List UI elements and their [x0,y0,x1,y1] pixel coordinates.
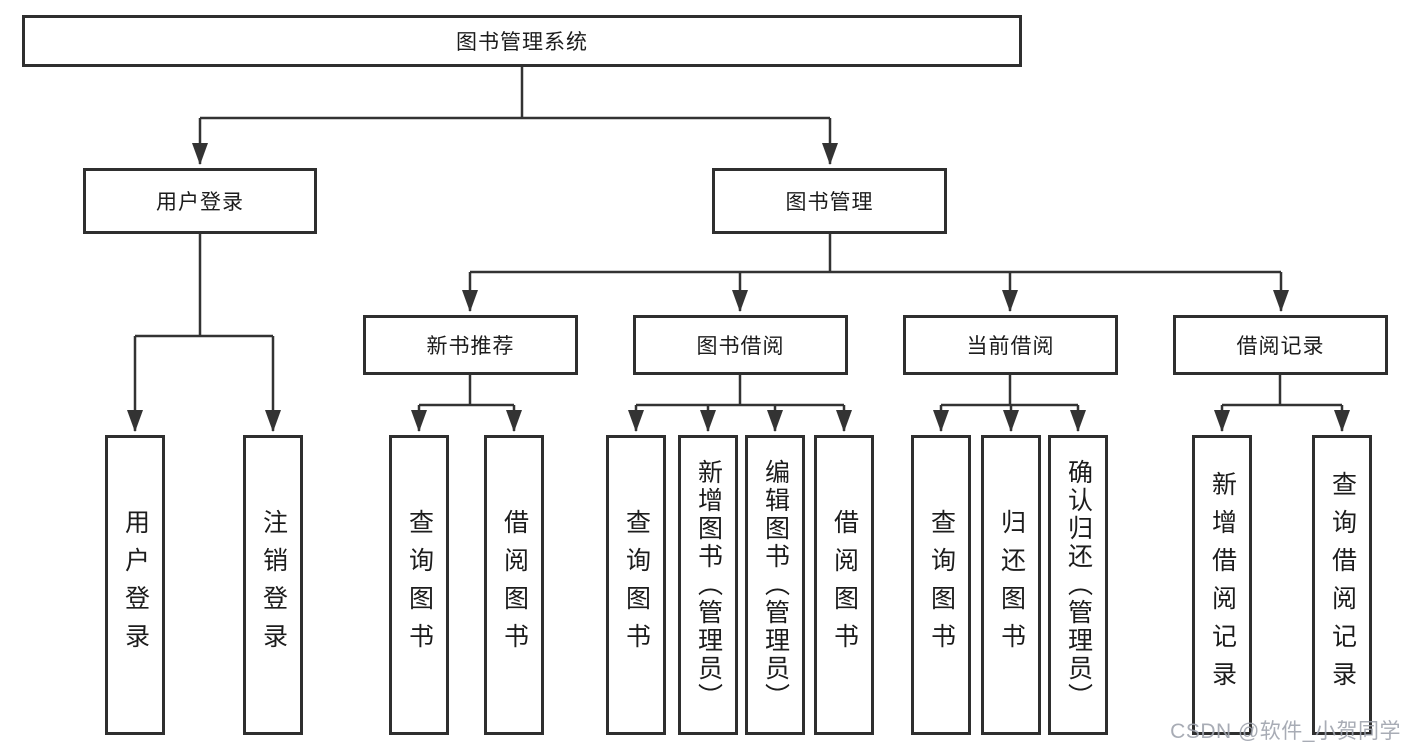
leaf-nb-query-books: 查询图书 [389,435,449,735]
leaf-logout-label: 注销登录 [259,509,288,661]
node-user-login: 用户登录 [83,168,317,234]
leaf-logout: 注销登录 [243,435,303,735]
leaf-cb-confirm-return-admin: 确认归还（管理员） [1048,435,1108,735]
leaf-nb-borrow-books-label: 借阅图书 [500,509,529,661]
leaf-cb-query-books-label: 查询图书 [927,509,956,661]
node-borrow-records-label: 借阅记录 [1236,335,1325,358]
leaf-br-query-record: 查询借阅记录 [1312,435,1372,735]
leaf-br-add-record: 新增借阅记录 [1192,435,1252,735]
leaf-cb-confirm-return-admin-label: 确认归还（管理员） [1064,459,1093,711]
node-user-login-label: 用户登录 [156,191,244,214]
csdn-watermark: CSDN @软件_小贺同学 [1170,720,1401,743]
leaf-bb-add-books-admin-label: 新增图书（管理员） [694,459,723,711]
leaf-user-login: 用户登录 [105,435,165,735]
leaf-bb-query-books-label: 查询图书 [622,509,651,661]
node-new-book-recommend-label: 新书推荐 [426,335,515,358]
node-book-management: 图书管理 [712,168,947,234]
leaf-nb-query-books-label: 查询图书 [405,509,434,661]
leaf-br-query-record-label: 查询借阅记录 [1328,471,1357,699]
leaf-bb-edit-books-admin: 编辑图书（管理员） [745,435,805,735]
leaf-user-login-label: 用户登录 [121,509,150,661]
node-current-borrow-label: 当前借阅 [966,335,1055,358]
node-book-management-label: 图书管理 [785,191,874,214]
node-book-borrow-label: 图书借阅 [696,335,785,358]
node-root: 图书管理系统 [22,15,1022,67]
leaf-bb-add-books-admin: 新增图书（管理员） [678,435,738,735]
node-new-book-recommend: 新书推荐 [363,315,578,375]
leaf-cb-return-books-label: 归还图书 [997,509,1026,661]
leaf-br-add-record-label: 新增借阅记录 [1208,471,1237,699]
node-root-label: 图书管理系统 [456,31,588,54]
leaf-bb-borrow-books: 借阅图书 [814,435,874,735]
leaf-cb-query-books: 查询图书 [911,435,971,735]
leaf-bb-query-books: 查询图书 [606,435,666,735]
node-current-borrow: 当前借阅 [903,315,1118,375]
leaf-cb-return-books: 归还图书 [981,435,1041,735]
leaf-bb-edit-books-admin-label: 编辑图书（管理员） [761,459,790,711]
node-borrow-records: 借阅记录 [1173,315,1388,375]
node-book-borrow: 图书借阅 [633,315,848,375]
leaf-nb-borrow-books: 借阅图书 [484,435,544,735]
leaf-bb-borrow-books-label: 借阅图书 [830,509,859,661]
